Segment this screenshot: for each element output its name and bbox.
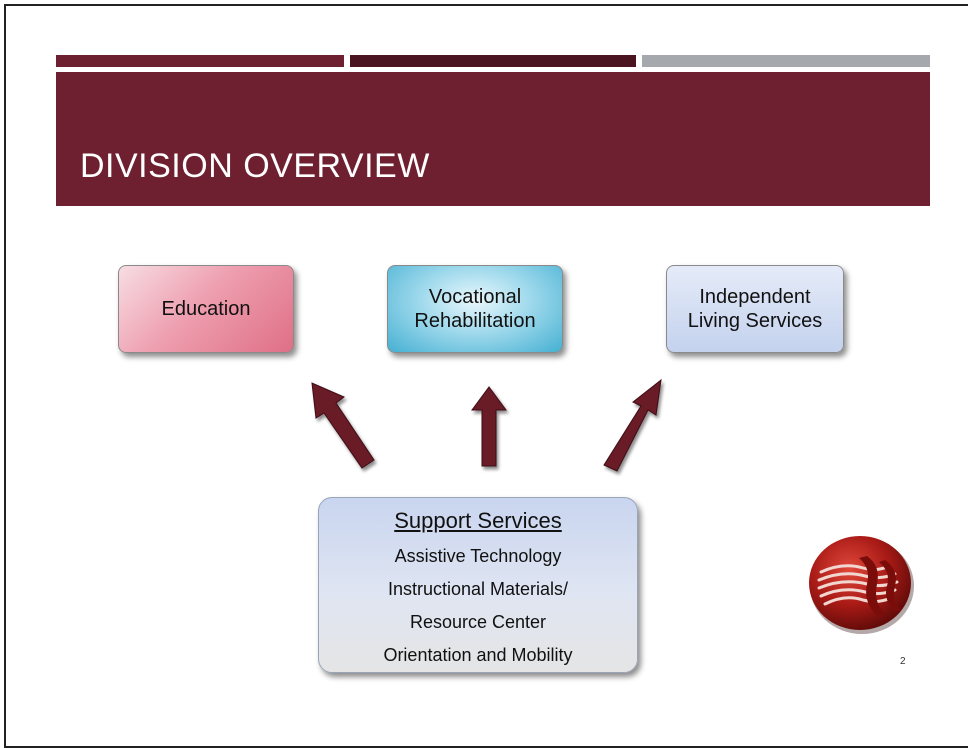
arrow-to-education xyxy=(311,382,375,469)
support-services-box: Support Services Assistive Technology In… xyxy=(318,497,638,673)
accent-bar-3 xyxy=(642,55,930,67)
independent-label-line2: Living Services xyxy=(687,310,823,332)
agency-seal-logo-icon xyxy=(809,536,914,634)
education-label: Education xyxy=(161,298,251,320)
support-item: Assistive Technology xyxy=(394,546,562,566)
arrows-layer xyxy=(311,378,662,472)
title-band: DIVISION OVERVIEW xyxy=(56,72,930,206)
independent-label-line1: Independent xyxy=(699,286,811,308)
accent-bar-1 xyxy=(56,55,344,67)
education-box: Education xyxy=(118,265,294,353)
independent-living-box: Independent Living Services xyxy=(666,265,844,353)
vocational-rehabilitation-box: Vocational Rehabilitation xyxy=(387,265,563,353)
slide-title: DIVISION OVERVIEW xyxy=(80,147,430,185)
arrow-to-independent xyxy=(603,378,662,472)
accent-bar-2 xyxy=(350,55,636,67)
vocational-label-line1: Vocational xyxy=(428,286,522,308)
vocational-label-line2: Rehabilitation xyxy=(414,310,536,332)
arrow-to-vocational xyxy=(471,386,507,467)
support-services-title: Support Services xyxy=(394,508,562,533)
page-number: 2 xyxy=(900,656,906,667)
support-item: Resource Center xyxy=(409,612,547,632)
support-item: Orientation and Mobility xyxy=(383,645,573,665)
support-item: Instructional Materials/ xyxy=(387,579,569,599)
